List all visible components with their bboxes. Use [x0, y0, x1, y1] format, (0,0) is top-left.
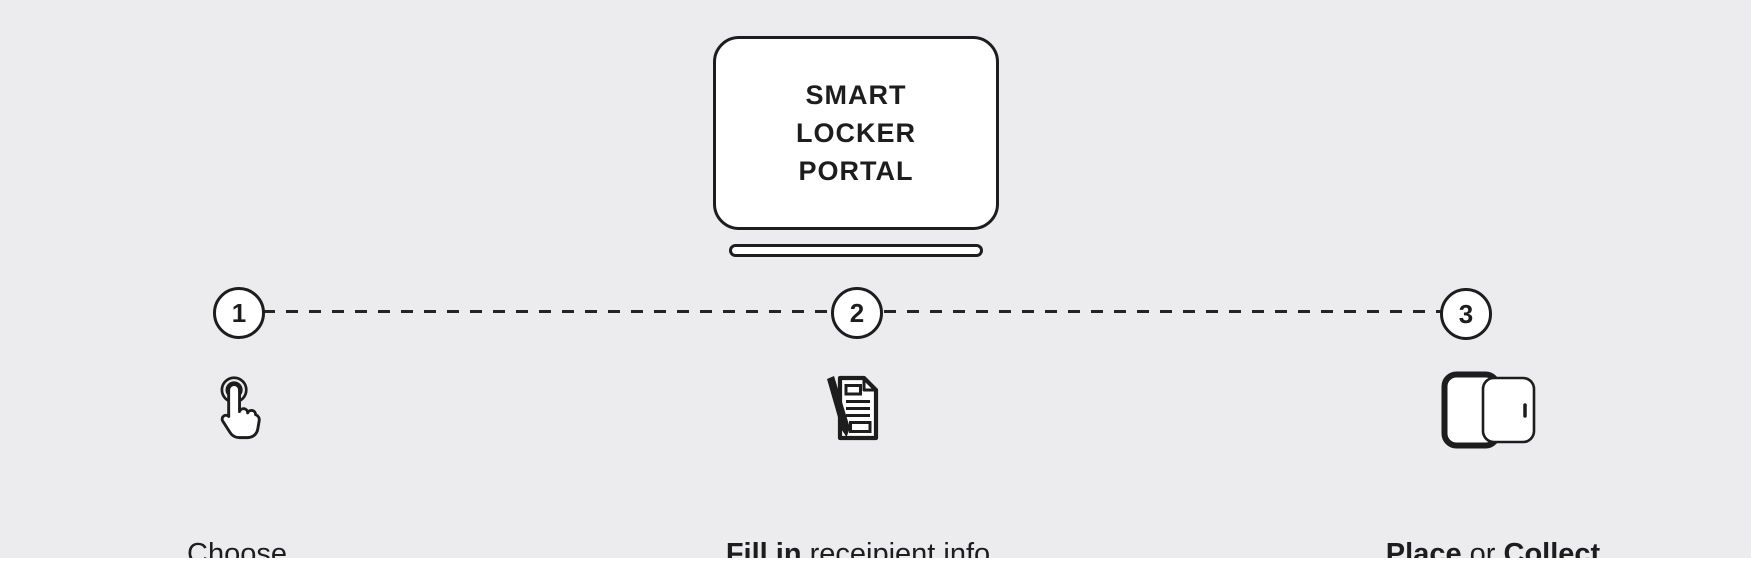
step-1-label: Choose Collect or Deposit: [0, 452, 497, 569]
step-2-label: Fill in receipient info: [598, 452, 1118, 569]
step-1-number: 1: [231, 297, 247, 328]
step-2-number: 2: [849, 297, 865, 328]
step-3-circle: 3: [1440, 288, 1492, 340]
form-icon: [824, 374, 886, 444]
laptop-screen: SMART LOCKER PORTAL: [713, 36, 999, 230]
portal-title-line: PORTAL: [798, 156, 914, 186]
step-3-number: 3: [1458, 298, 1474, 329]
step-2-circle: 2: [831, 287, 883, 339]
laptop-base: [729, 244, 983, 257]
step-1-circle: 1: [213, 287, 265, 339]
tap-icon: [207, 372, 263, 444]
portal-title-line: LOCKER: [796, 118, 916, 148]
step-3-label: Place or Collect parcel in smart locker: [1233, 452, 1751, 569]
bottom-strip: [0, 558, 1751, 569]
portal-title-line: SMART: [805, 80, 907, 110]
locker-icon: [1441, 371, 1537, 449]
